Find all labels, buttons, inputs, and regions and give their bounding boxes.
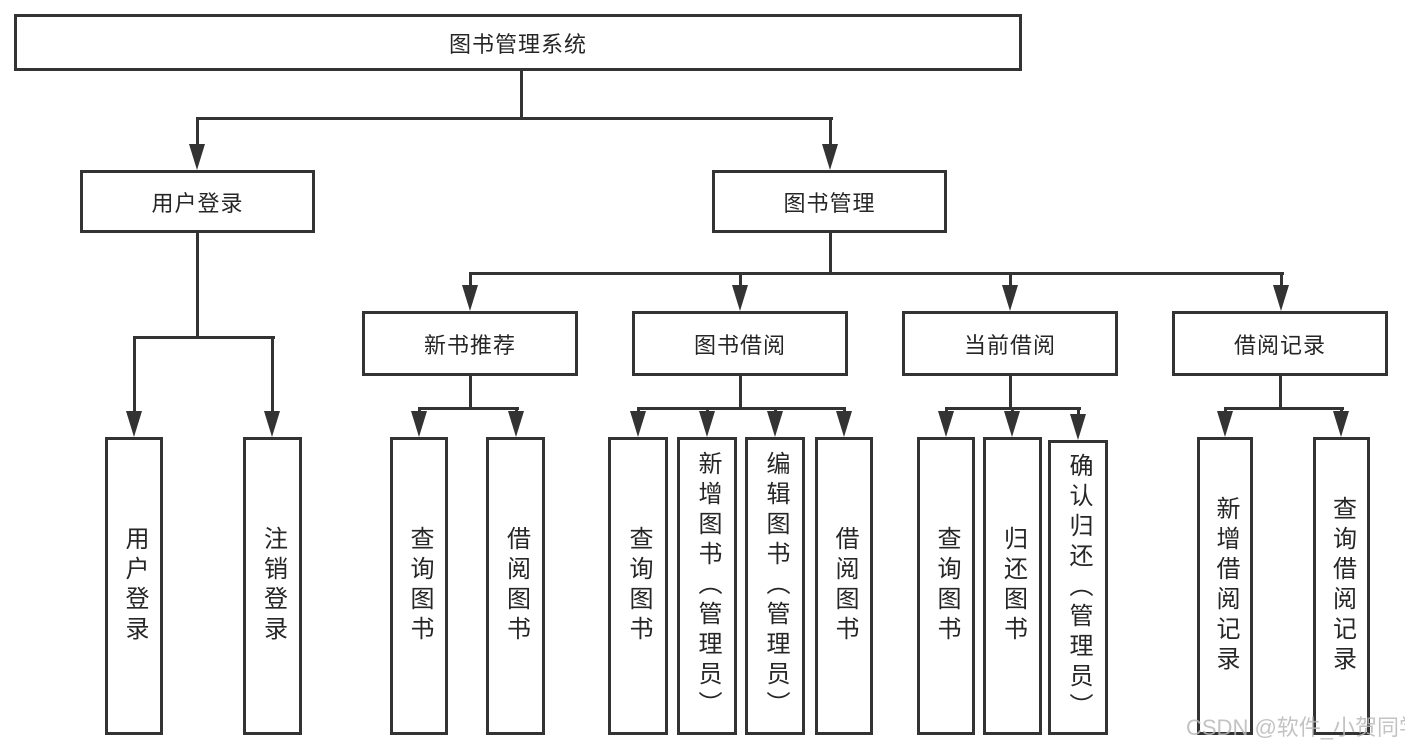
node-bb-add-books-admin: 新增图书（管理员） — [677, 437, 737, 735]
connector-hline — [637, 407, 846, 410]
node-bb-add-books-admin-label: 新增图书（管理员） — [694, 451, 721, 721]
connector-hline — [419, 407, 519, 410]
node-root-system: 图书管理系统 — [14, 14, 1022, 71]
arrow-down-icon — [189, 144, 205, 170]
node-borrowing-records: 借阅记录 — [1172, 311, 1388, 376]
arrow-down-icon — [462, 285, 478, 311]
node-bb-edit-books-admin: 编辑图书（管理员） — [745, 437, 805, 735]
arrow-down-icon — [836, 411, 852, 437]
arrow-down-icon — [264, 411, 280, 437]
connector-vline — [829, 233, 832, 272]
connector-vline — [739, 376, 742, 407]
node-br-add-record-label: 新增借阅记录 — [1212, 496, 1239, 676]
connector-vline — [271, 336, 274, 413]
node-nbr-borrow-books: 借阅图书 — [486, 437, 545, 735]
connector-vline — [196, 117, 199, 146]
node-current-borrowing-label: 当前借阅 — [963, 332, 1056, 358]
node-bb-borrow-books: 借阅图书 — [815, 437, 873, 735]
node-bb-borrow-books-label: 借阅图书 — [831, 526, 858, 646]
connector-vline — [1009, 376, 1012, 407]
node-cb-query-books: 查询图书 — [917, 437, 975, 735]
arrow-down-icon — [938, 411, 954, 437]
node-bb-query-books: 查询图书 — [608, 437, 668, 735]
connector-vline — [829, 117, 832, 146]
node-book-management: 图书管理 — [712, 170, 947, 233]
arrow-down-icon — [1070, 414, 1086, 440]
arrow-down-icon — [1333, 411, 1349, 437]
arrow-down-icon — [1002, 285, 1018, 311]
node-br-query-record: 查询借阅记录 — [1313, 437, 1370, 735]
node-book-management-label: 图书管理 — [783, 190, 876, 216]
node-new-book-recommend: 新书推荐 — [362, 311, 578, 376]
connector-vline — [520, 71, 523, 120]
node-new-book-recommend-label: 新书推荐 — [423, 332, 516, 358]
connector-vline — [469, 376, 472, 407]
connector-vline — [133, 336, 136, 413]
connector-vline — [1279, 376, 1282, 407]
connector-hline — [1224, 407, 1344, 410]
arrow-down-icon — [126, 411, 142, 437]
connector-hline — [134, 336, 275, 339]
node-logout: 注销登录 — [243, 437, 302, 735]
arrow-down-icon — [411, 411, 427, 437]
node-cb-query-books-label: 查询图书 — [933, 526, 960, 646]
node-borrowing-records-label: 借阅记录 — [1233, 332, 1326, 358]
node-cb-confirm-return-admin-label: 确认归还（管理员） — [1065, 452, 1092, 723]
arrow-down-icon — [1217, 411, 1233, 437]
arrow-down-icon — [822, 144, 838, 170]
connector-vline — [739, 272, 742, 287]
node-current-borrowing: 当前借阅 — [902, 311, 1118, 376]
arrow-down-icon — [732, 285, 748, 311]
arrow-down-icon — [767, 411, 783, 437]
node-bb-query-books-label: 查询图书 — [625, 526, 652, 646]
arrow-down-icon — [699, 411, 715, 437]
connector-vline — [1009, 272, 1012, 287]
node-root-system-label: 图书管理系统 — [448, 31, 587, 57]
node-user-login: 用户登录 — [80, 170, 315, 233]
connector-vline — [196, 233, 199, 336]
csdn-watermark: CSDN @软件_小贺同学 — [1186, 715, 1405, 740]
node-cb-return-books: 归还图书 — [983, 437, 1042, 735]
node-cb-return-books-label: 归还图书 — [999, 526, 1027, 646]
arrow-down-icon — [630, 411, 646, 437]
node-nbr-borrow-books-label: 借阅图书 — [502, 526, 530, 646]
node-br-query-record-label: 查询借阅记录 — [1328, 496, 1356, 676]
node-nbr-query-books: 查询图书 — [390, 437, 448, 735]
connector-hline — [197, 117, 833, 120]
arrow-down-icon — [1273, 285, 1289, 311]
arrow-down-icon — [1004, 411, 1020, 437]
node-user-login-leaf-label: 用户登录 — [121, 526, 148, 646]
connector-vline — [1280, 272, 1283, 287]
connector-vline — [1077, 407, 1080, 418]
node-bb-edit-books-admin-label: 编辑图书（管理员） — [762, 451, 789, 721]
node-user-login-leaf: 用户登录 — [105, 437, 163, 735]
node-book-borrowing: 图书借阅 — [632, 311, 848, 376]
node-logout-label: 注销登录 — [259, 526, 287, 646]
node-user-login-label: 用户登录 — [151, 190, 244, 216]
connector-hline — [470, 272, 1284, 275]
node-cb-confirm-return-admin: 确认归还（管理员） — [1048, 440, 1108, 735]
node-nbr-query-books-label: 查询图书 — [406, 526, 433, 646]
node-br-add-record: 新增借阅记录 — [1197, 437, 1253, 735]
arrow-down-icon — [508, 411, 524, 437]
node-book-borrowing-label: 图书借阅 — [693, 332, 786, 358]
connector-vline — [469, 272, 472, 287]
